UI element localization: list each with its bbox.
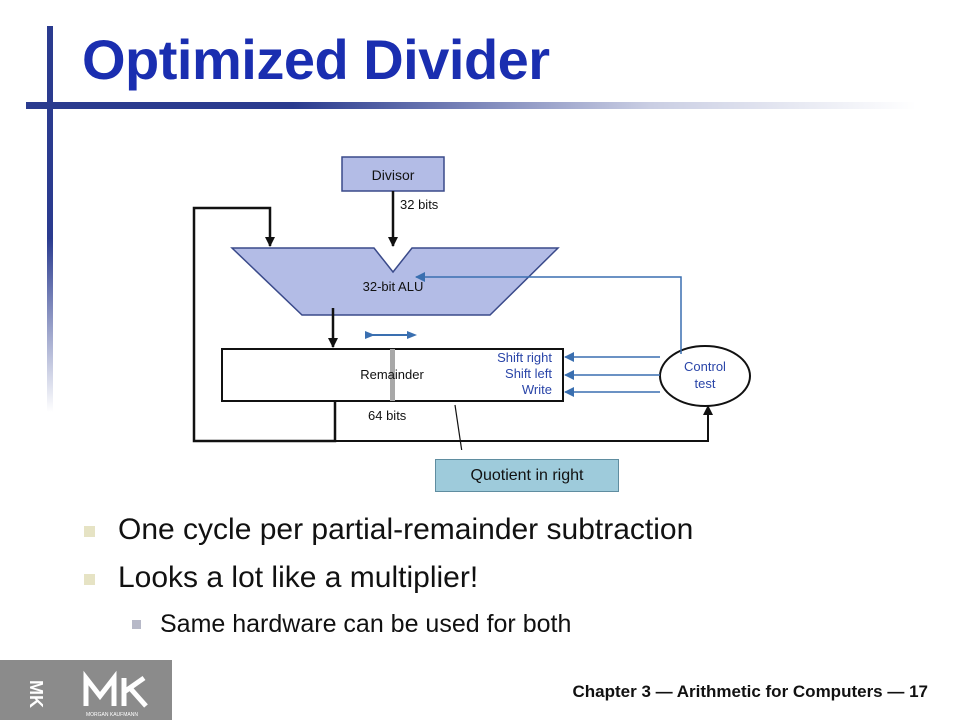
divider-diagram: Divisor 32 bits 32-bit ALU Remainder Shi… — [192, 156, 751, 450]
accent-vertical-bar — [47, 26, 53, 412]
shift-right-label: Shift right — [497, 350, 552, 365]
remainder-to-control-line — [335, 405, 713, 442]
accent-horizontal-bar — [26, 102, 916, 109]
write-label: Write — [522, 382, 552, 397]
control-label: Control — [684, 359, 726, 374]
callout-pointer — [454, 404, 463, 450]
svg-text:MK: MK — [26, 680, 46, 708]
sub-bullet-item: Same hardware can be used for both — [84, 604, 693, 652]
alu-label: 32-bit ALU — [363, 279, 424, 294]
test-label: test — [695, 376, 716, 391]
remainder-label: Remainder — [360, 367, 424, 382]
quotient-callout: Quotient in right — [435, 459, 619, 492]
remainder-width-label: 64 bits — [368, 408, 407, 423]
logo-wordmark: MORGAN KAUFMANN — [86, 712, 138, 718]
divisor-width-label: 32 bits — [400, 197, 439, 212]
divisor-label: Divisor — [372, 167, 415, 183]
publisher-logo: MK MORGAN KAUFMANN — [0, 660, 172, 720]
divisor-register — [341, 156, 445, 192]
slide-title: Optimized Divider — [82, 28, 550, 91]
footer: MK MORGAN KAUFMANN Chapter 3 — Arithmeti… — [0, 660, 960, 720]
shift-left-label: Shift left — [505, 366, 552, 381]
footer-chapter-text: Chapter 3 — Arithmetic for Computers — 1… — [572, 682, 929, 701]
control-test-unit — [659, 345, 751, 407]
bullet-list: One cycle per partial-remainder subtract… — [84, 508, 693, 652]
mk-logo-icon: MK MORGAN KAUFMANN — [26, 670, 148, 718]
remainder-feedback-line — [192, 206, 337, 443]
bullet-item: One cycle per partial-remainder subtract… — [84, 508, 693, 556]
bullet-item: Looks a lot like a multiplier! — [84, 556, 693, 604]
control-to-alu-line — [415, 272, 682, 354]
remainder-divider-line — [390, 349, 395, 401]
